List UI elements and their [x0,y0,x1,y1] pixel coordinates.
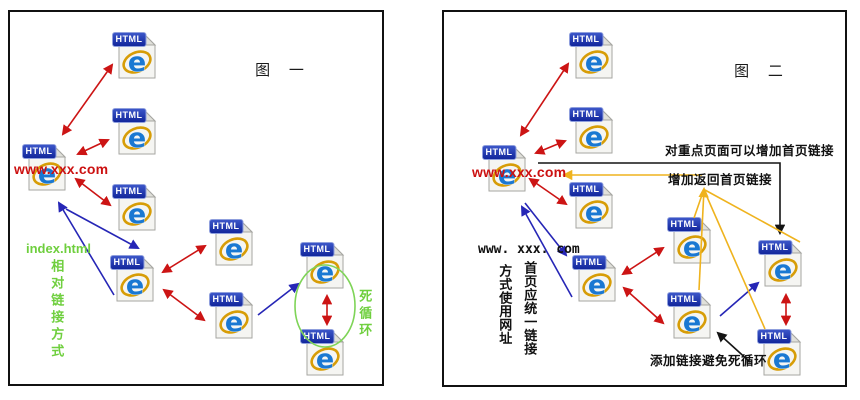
figure1-site-label: www.xxx.com [14,161,109,177]
figure2-site-url-label: www. xxx. com [478,242,580,257]
html-page-icon-loop2: HTML [300,329,346,377]
html-badge: HTML [115,110,143,120]
html-page-icon-home: HTML [482,145,528,193]
html-badge: HTML [303,244,331,254]
figure2-site-label: www.xxx.com [472,164,567,180]
html-page-icon-home: HTML [22,144,68,192]
figure2-return-home-note: 增加返回首页链接 [668,172,773,187]
figure2-key-page-note: 对重点页面可以增加首页链接 [665,143,835,158]
html-badge: HTML [115,186,143,196]
figure1-icon-layer: HTML HTML HTML HTML HTML HTML HTML HTML HTML [10,12,382,384]
html-badge: HTML [212,221,240,231]
figure1-panel: HTML HTML HTML HTML HTML HTML HTML HTML HTML 图 一… [8,10,384,386]
html-page-icon-sub3: HTML [112,184,158,232]
html-badge: HTML [212,294,240,304]
html-badge: HTML [485,147,513,157]
figure2-unified-link-col-left: 方式使用网址 [496,264,512,345]
html-badge: HTML [575,257,603,267]
html-badge: HTML [113,257,141,267]
html-badge: HTML [572,109,600,119]
html-page-icon-sub5: HTML [209,219,255,267]
html-page-icon-sub2: HTML [569,107,615,155]
figure2-panel: HTML HTML HTML HTML HTML HTML HTML HTML HTML 图 二… [442,10,847,387]
html-page-icon-sub6: HTML [667,292,713,340]
figure2-avoid-loop-note: 添加链接避免死循环 [650,353,768,368]
html-page-icon-sub1: HTML [112,32,158,80]
html-badge: HTML [25,146,53,156]
html-page-icon-sub5: HTML [667,217,713,265]
html-page-icon-sub2: HTML [112,108,158,156]
html-badge: HTML [761,242,789,252]
html-badge: HTML [572,34,600,44]
html-badge: HTML [760,331,788,341]
html-badge: HTML [572,184,600,194]
figure2-unified-link-col-right: 首页应统一链接 [521,261,537,356]
html-page-icon-sub4: HTML [572,255,618,303]
html-page-icon-sub4: HTML [110,255,156,303]
html-page-icon-loop1: HTML [300,242,346,290]
html-badge: HTML [115,34,143,44]
html-page-icon-sub6: HTML [209,292,255,340]
html-page-icon-key: HTML [758,240,804,288]
html-badge: HTML [670,219,698,229]
html-badge: HTML [670,294,698,304]
figure1-index-label: index.html [26,241,92,256]
html-badge: HTML [303,331,331,341]
html-page-icon-sub3: HTML [569,182,615,230]
figure1-relative-link-label: 相对链接方式 [49,259,65,361]
figure1-title: 图 一 [255,61,305,79]
figure1-dead-loop-label: 死循环 [357,289,373,340]
html-page-icon-sub7: HTML [757,329,803,377]
html-page-icon-sub1: HTML [569,32,615,80]
figure2-title: 图 二 [734,62,784,80]
